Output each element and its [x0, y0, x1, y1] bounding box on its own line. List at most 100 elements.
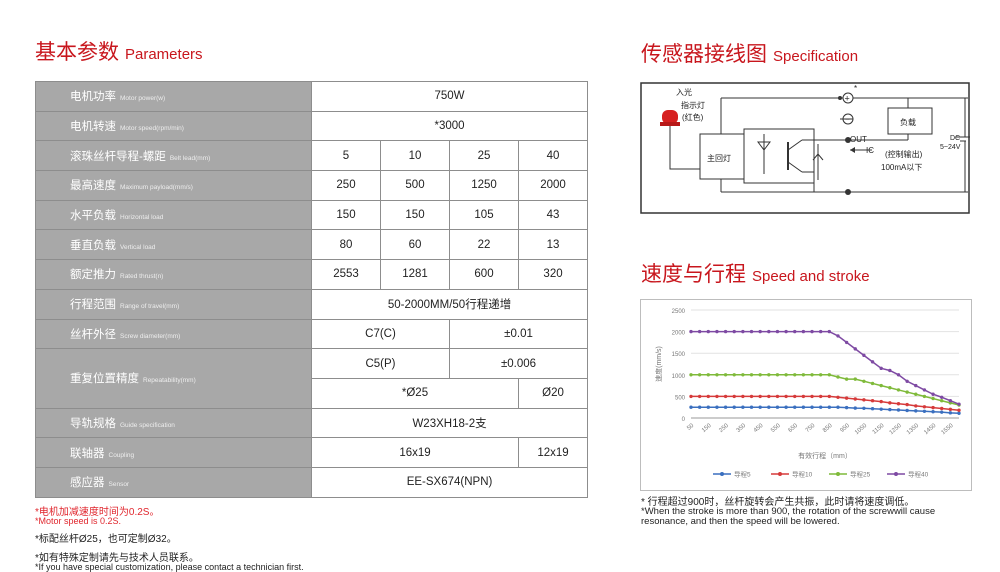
- data-point: [862, 406, 866, 410]
- param-value: 13: [517, 229, 589, 261]
- data-point: [931, 410, 935, 414]
- param-value: 25: [449, 140, 519, 172]
- param-label-cn: 感应器: [70, 477, 105, 490]
- lamp-wire: [669, 126, 700, 170]
- data-point: [741, 329, 745, 334]
- data-point: [914, 392, 918, 396]
- data-point: [723, 394, 728, 399]
- data-point: [896, 402, 901, 406]
- lamp-base-icon: [660, 122, 680, 126]
- x-tick-label: 850: [822, 423, 834, 434]
- x-tick-label: 950: [839, 423, 851, 434]
- data-point: [862, 379, 866, 383]
- data-point: [749, 373, 754, 377]
- param-value: *3000: [310, 110, 589, 142]
- data-point: [801, 394, 806, 399]
- param-value: 600: [449, 259, 519, 290]
- zener-icon: [812, 153, 824, 161]
- data-point: [810, 373, 814, 377]
- param-value: 150: [380, 199, 450, 231]
- data-point: [827, 373, 832, 377]
- data-point: [801, 405, 806, 409]
- chart-note-3: resonance, and then the speed will be lo…: [641, 516, 840, 527]
- data-point: [888, 407, 892, 412]
- param-label-en: Sensor: [108, 481, 130, 489]
- data-point: [957, 411, 961, 415]
- data-point: [914, 404, 918, 408]
- param-label-en: Motor power(w): [120, 95, 166, 103]
- param-value: 750W: [310, 81, 589, 112]
- y-tick-label: 1500: [672, 352, 686, 358]
- data-point: [888, 368, 892, 373]
- data-point: [810, 394, 814, 399]
- legend-marker: [836, 472, 840, 476]
- chart-note-2: *When the stroke is more than 900, the r…: [641, 506, 936, 517]
- data-point: [879, 407, 883, 411]
- param-value: ±0.006: [448, 348, 589, 379]
- data-point: [801, 373, 806, 377]
- data-point: [793, 405, 797, 409]
- data-point: [775, 329, 780, 334]
- data-point: [793, 394, 797, 399]
- data-point: [836, 395, 840, 399]
- dc-label-2: 5~24V: [940, 144, 961, 151]
- data-point: [749, 394, 754, 399]
- data-point: [931, 392, 935, 396]
- data-point: [948, 407, 953, 412]
- data-point: [732, 405, 736, 409]
- param-label-en: Screw diameter(mm): [120, 332, 181, 340]
- data-point: [784, 373, 788, 377]
- plus-terminal-icon: [842, 92, 854, 104]
- param-value: Ø20: [517, 377, 589, 409]
- data-point: [715, 373, 719, 377]
- data-point: [697, 329, 702, 334]
- param-value: 1250: [449, 170, 519, 201]
- param-value: EE-SX674(NPN): [310, 466, 589, 498]
- x-tick-label: 550: [770, 423, 782, 434]
- data-point: [844, 377, 849, 381]
- param-label-en: Coupling: [108, 451, 135, 459]
- legend-label: 导程40: [908, 470, 929, 479]
- data-point: [697, 373, 702, 377]
- data-point: [870, 399, 875, 403]
- param-label-cn: 垂直负载: [70, 239, 116, 252]
- data-point: [914, 383, 918, 388]
- y-tick-label: 500: [675, 395, 686, 401]
- data-point: [732, 394, 736, 399]
- data-point: [767, 405, 771, 409]
- data-point: [784, 394, 788, 399]
- data-point: [940, 395, 944, 399]
- data-point: [689, 329, 693, 334]
- transistor-box: [743, 128, 815, 184]
- data-point: [758, 394, 762, 399]
- param-value: 50-2000MM/50行程递增: [310, 288, 589, 320]
- param-label-cn: 行程范围: [70, 299, 116, 312]
- series-line-0: [691, 406, 960, 414]
- data-point: [706, 394, 710, 399]
- data-point: [741, 373, 745, 377]
- param-row-power: 电机功率 Motor power(w) 750W: [35, 81, 589, 112]
- y-tick-label: 0: [682, 417, 686, 423]
- param-value: W23XH18-2支: [310, 407, 589, 439]
- data-point: [723, 373, 728, 377]
- param-label-cn: 电机功率: [70, 91, 116, 104]
- data-point: [810, 329, 814, 334]
- wiring-frame: [640, 82, 970, 214]
- param-label-en: Rated thrust(n): [120, 273, 164, 281]
- data-point: [844, 340, 849, 345]
- data-point: [870, 407, 875, 411]
- x-tick-label: 1550: [941, 423, 956, 437]
- data-point: [689, 405, 693, 409]
- data-point: [758, 373, 762, 377]
- data-point: [888, 386, 892, 390]
- param-value: 40: [517, 140, 589, 172]
- data-point: [715, 394, 719, 399]
- data-point: [896, 373, 901, 377]
